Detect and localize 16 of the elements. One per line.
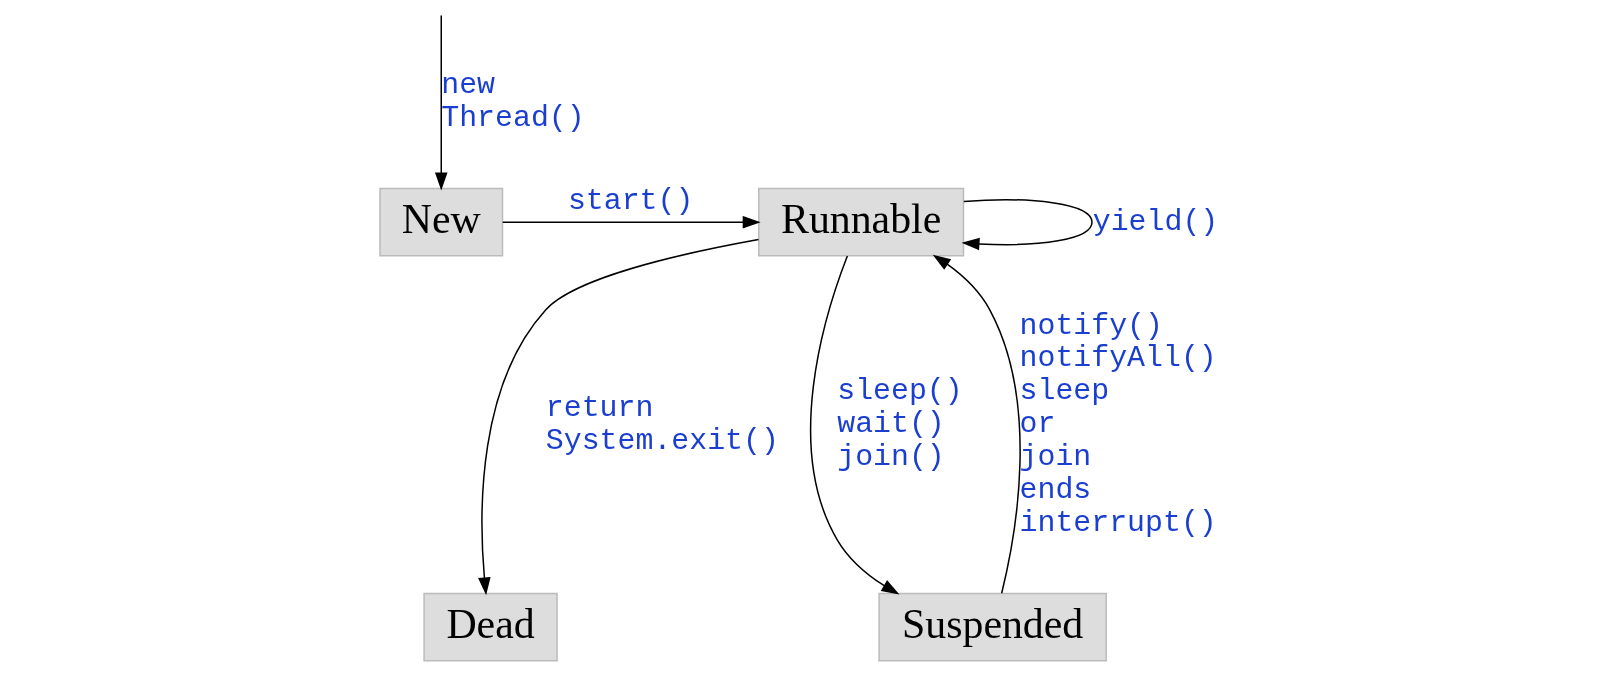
arrow xyxy=(478,238,760,596)
edge-label: new Thread() xyxy=(441,67,585,135)
arrow xyxy=(961,199,1093,251)
arrow xyxy=(932,254,1021,594)
arrow xyxy=(502,215,761,229)
edge-label: yield() xyxy=(1092,204,1219,239)
arrow xyxy=(810,255,900,595)
edge-label: start() xyxy=(567,183,694,218)
arrow xyxy=(434,14,448,191)
edge-label: sleep() wait() join() xyxy=(837,374,963,475)
edge-label: notify() notifyAll() sleep or join ends interrupt() xyxy=(1019,308,1217,540)
node-box: Dead xyxy=(423,592,558,662)
node-box: New xyxy=(379,187,504,257)
node-box: Suspended xyxy=(878,592,1107,662)
edge-label: return System.exit() xyxy=(545,390,779,458)
node-box: Runnable xyxy=(758,187,965,257)
